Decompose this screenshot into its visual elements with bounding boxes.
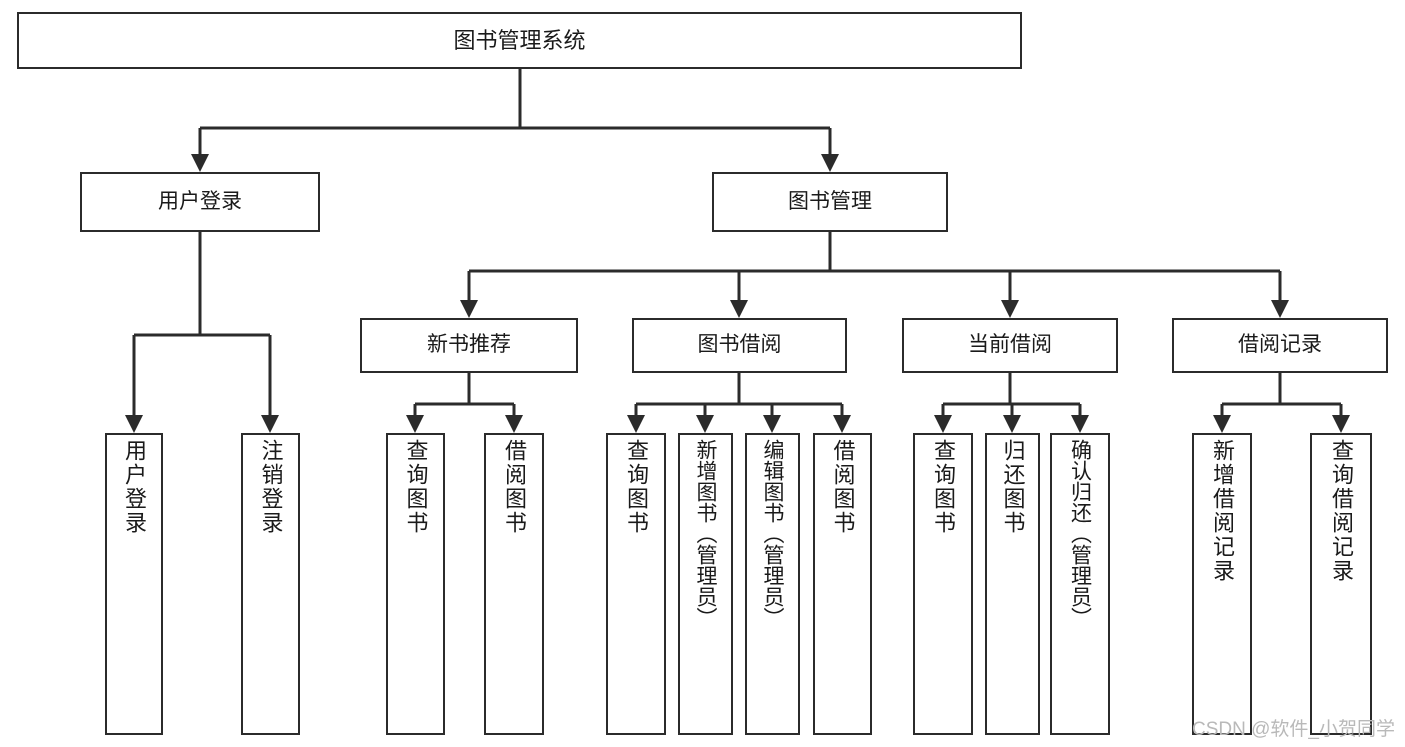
group-borrow-record-3-branch-1-head xyxy=(1332,415,1350,433)
group-current-borrow-2-branch-1-head xyxy=(1003,415,1021,433)
node-label-br-query-record: 查询借阅记录 xyxy=(1329,439,1354,583)
group-current-borrow-2-branch-0-head xyxy=(934,415,952,433)
node-label-nbr-borrow-book: 借阅图书 xyxy=(502,439,527,535)
node-label-br-add-record: 新增借阅记录 xyxy=(1210,439,1235,583)
node-cb-confirm-return[interactable]: 确认归还（管理员） xyxy=(1050,433,1110,735)
node-label-bb-edit-book: 编辑图书（管理员） xyxy=(761,439,784,628)
node-label-user-login: 用户登录 xyxy=(158,189,242,213)
node-label-bb-borrow-book: 借阅图书 xyxy=(830,439,856,535)
bookmanage-to-level3-branch-0-head xyxy=(460,300,478,318)
node-label-current-borrow: 当前借阅 xyxy=(968,333,1052,357)
node-bb-query-book[interactable]: 查询图书 xyxy=(606,433,666,735)
group-book-borrow-1-branch-3-head xyxy=(833,415,851,433)
node-label-cb-confirm-return: 确认归还（管理员） xyxy=(1068,439,1092,628)
group-book-borrow-1-branch-1-head xyxy=(696,415,714,433)
node-label-bb-add-book: 新增图书（管理员） xyxy=(694,439,717,628)
node-br-query-record[interactable]: 查询借阅记录 xyxy=(1310,433,1372,735)
node-book-manage[interactable]: 图书管理 xyxy=(712,172,948,232)
node-br-add-record[interactable]: 新增借阅记录 xyxy=(1192,433,1252,735)
userlogin-to-leaves-branch-0-head xyxy=(125,415,143,433)
node-user-login-leaf[interactable]: 用户登录 xyxy=(105,433,163,735)
node-bb-borrow-book[interactable]: 借阅图书 xyxy=(813,433,872,735)
node-label-cb-query-book: 查询图书 xyxy=(931,439,956,535)
node-label-new-book-recommend: 新书推荐 xyxy=(427,333,511,357)
group-book-borrow-1-branch-2-head xyxy=(763,415,781,433)
group-book-borrow-1-branch-0-head xyxy=(627,415,645,433)
group-new-book-recommend-0-branch-0-head xyxy=(406,415,424,433)
node-nbr-borrow-book[interactable]: 借阅图书 xyxy=(484,433,544,735)
userlogin-to-leaves-branch-1-head xyxy=(261,415,279,433)
node-label-user-login-leaf: 用户登录 xyxy=(122,439,147,535)
node-cb-return-book[interactable]: 归还图书 xyxy=(985,433,1040,735)
node-borrow-record[interactable]: 借阅记录 xyxy=(1172,318,1388,373)
bookmanage-to-level3-branch-3-head xyxy=(1271,300,1289,318)
node-user-login[interactable]: 用户登录 xyxy=(80,172,320,232)
node-label-root: 图书管理系统 xyxy=(453,27,586,53)
group-new-book-recommend-0-branch-1-head xyxy=(505,415,523,433)
node-label-borrow-record: 借阅记录 xyxy=(1238,333,1322,357)
node-current-borrow[interactable]: 当前借阅 xyxy=(902,318,1118,373)
node-label-cb-return-book: 归还图书 xyxy=(1000,439,1026,535)
watermark-label: CSDN @软件_小贺同学 xyxy=(1192,719,1395,740)
node-label-book-manage: 图书管理 xyxy=(788,189,872,213)
node-bb-edit-book[interactable]: 编辑图书（管理员） xyxy=(745,433,800,735)
group-borrow-record-3-branch-0-head xyxy=(1213,415,1231,433)
node-label-bb-query-book: 查询图书 xyxy=(624,439,649,535)
node-cb-query-book[interactable]: 查询图书 xyxy=(913,433,973,735)
group-current-borrow-2-branch-2-head xyxy=(1071,415,1089,433)
node-root[interactable]: 图书管理系统 xyxy=(17,12,1022,69)
root-to-level2-branch-0-head xyxy=(191,154,209,172)
bookmanage-to-level3-branch-1-head xyxy=(730,300,748,318)
node-label-nbr-query-book: 查询图书 xyxy=(403,439,429,535)
node-label-book-borrow: 图书借阅 xyxy=(697,333,782,357)
node-bb-add-book[interactable]: 新增图书（管理员） xyxy=(678,433,733,735)
node-user-logout-leaf[interactable]: 注销登录 xyxy=(241,433,300,735)
bookmanage-to-level3-branch-2-head xyxy=(1001,300,1019,318)
node-label-user-logout-leaf: 注销登录 xyxy=(258,439,284,535)
node-book-borrow[interactable]: 图书借阅 xyxy=(632,318,847,373)
node-nbr-query-book[interactable]: 查询图书 xyxy=(386,433,445,735)
root-to-level2-branch-1-head xyxy=(821,154,839,172)
node-new-book-recommend[interactable]: 新书推荐 xyxy=(360,318,578,373)
